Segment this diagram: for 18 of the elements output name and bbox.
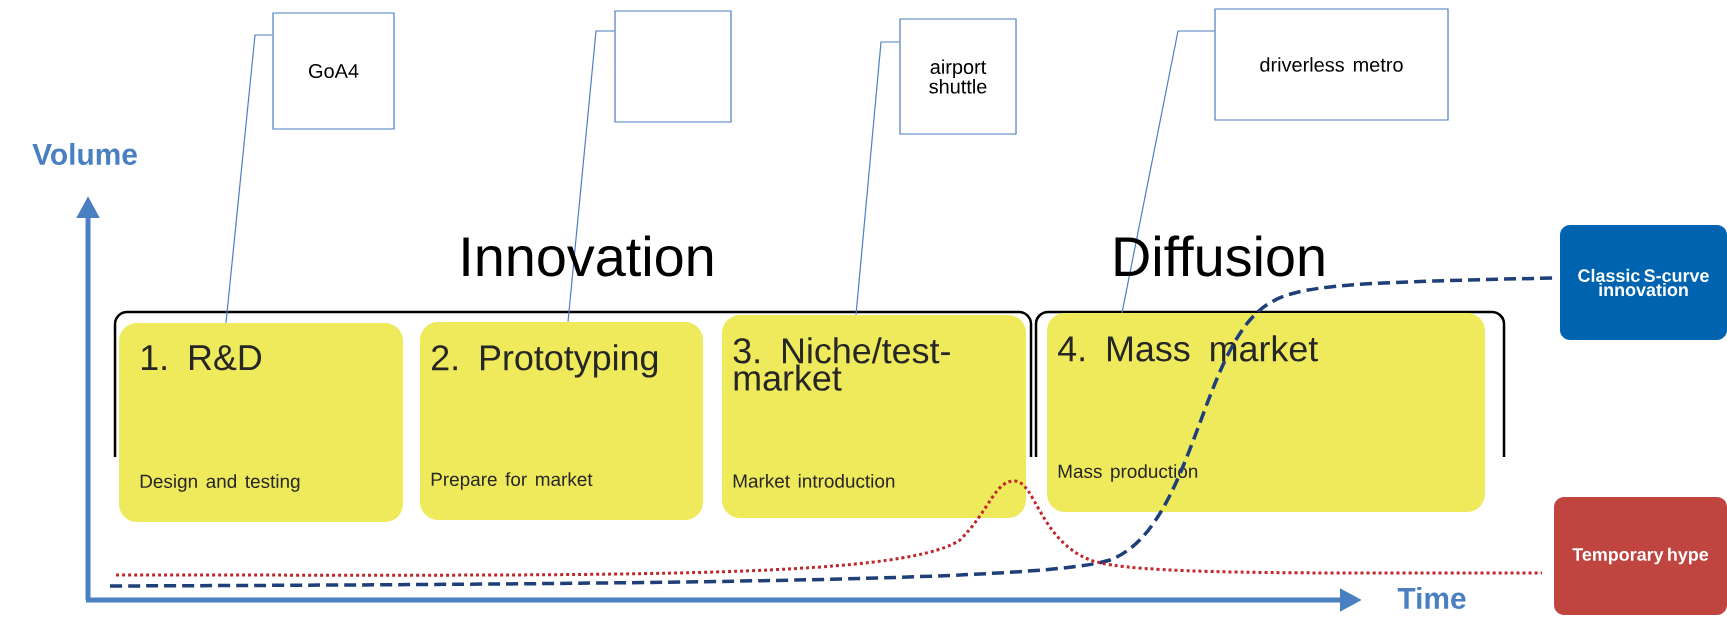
callout-box: driverless metro bbox=[1214, 8, 1449, 121]
leader-line bbox=[567, 30, 615, 323]
stage-box: 1. R&D Design and testing bbox=[119, 323, 403, 522]
section-heading: Diffusion bbox=[1115, 235, 1324, 277]
stage-box: 4. Mass market Mass production bbox=[1047, 313, 1485, 512]
legend-box: Classic S-curve innovation bbox=[1560, 225, 1727, 340]
stage-box: 2. Prototyping Prepare for market bbox=[420, 322, 703, 520]
legend-box: Temporary hype bbox=[1554, 497, 1727, 615]
callout-box: GoA4 bbox=[272, 12, 395, 130]
leader-line bbox=[225, 34, 273, 324]
leader-line bbox=[1121, 30, 1215, 314]
axis-label: Time bbox=[1397, 587, 1466, 609]
section-heading: Innovation bbox=[463, 235, 713, 277]
stage-box: 3. Niche/test-market Market introduction bbox=[722, 315, 1026, 518]
axis-label: Volume bbox=[32, 143, 137, 165]
callout-box bbox=[614, 10, 732, 123]
leader-line bbox=[855, 41, 900, 316]
callout-box: airport shuttle bbox=[899, 18, 1017, 135]
